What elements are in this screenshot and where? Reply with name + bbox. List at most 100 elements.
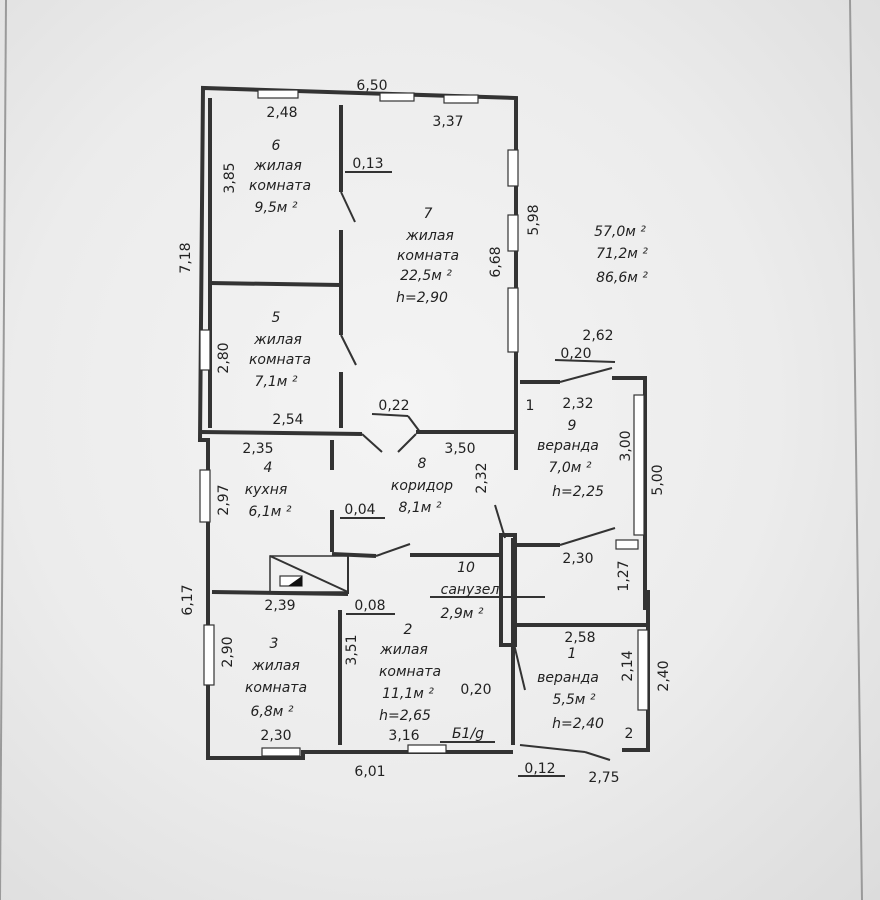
- mark-2: 2: [625, 726, 634, 742]
- room-2-area: 11,1м ²: [382, 686, 434, 702]
- window-top-3: [443, 94, 479, 104]
- dim-020a: 0,20: [560, 346, 591, 362]
- window-left-4: [199, 469, 211, 523]
- dim-022: 0,22: [378, 398, 409, 414]
- window-top-2: [379, 92, 415, 102]
- door-5: [340, 334, 357, 366]
- bathroom-wall: [499, 533, 517, 647]
- room-1-num: 1: [568, 646, 577, 662]
- door-7-left: [361, 433, 383, 453]
- room-5-area: 7,1м ²: [255, 374, 298, 390]
- dim-right-668: 6,68: [488, 246, 504, 277]
- door-7-mark: [407, 415, 421, 433]
- door-7-right: [397, 433, 417, 453]
- room-4-area: 6,1м ²: [249, 504, 292, 520]
- stove: [269, 555, 349, 593]
- room-9-name: веранда: [537, 438, 599, 454]
- room-6-num: 6: [272, 138, 281, 154]
- wall-4-3: [211, 590, 349, 596]
- room-1-height: h=2,40: [552, 716, 604, 732]
- room-6-area: 9,5м ²: [255, 200, 298, 216]
- window-left-5: [199, 329, 211, 371]
- room-7-num: 7: [424, 206, 433, 222]
- dim-bottom-601: 6,01: [354, 764, 385, 780]
- room-6-name1: жилая: [253, 158, 302, 174]
- room-2-name2: комната: [379, 664, 441, 680]
- dim-v-214: 2,14: [620, 650, 636, 681]
- dim-258: 2,58: [564, 630, 595, 646]
- room-8-name: коридор: [391, 478, 453, 494]
- window-left-3: [203, 624, 215, 686]
- room-5-num: 5: [272, 310, 281, 326]
- room-7-name1: жилая: [405, 228, 454, 244]
- paper-edge-right: [849, 0, 863, 900]
- door-10: [494, 504, 506, 539]
- dim-316: 3,16: [388, 728, 419, 744]
- room-3-area: 6,8м ²: [251, 704, 294, 720]
- veranda-9-right: [612, 376, 647, 610]
- label-b1g: Б1/g: [452, 726, 484, 742]
- room-1-area: 5,5м ²: [553, 692, 596, 708]
- dim-right-598: 5,98: [526, 204, 542, 235]
- dim-230b: 2,30: [260, 728, 291, 744]
- room-2-height: h=2,65: [379, 708, 431, 724]
- window-top-1: [257, 89, 299, 99]
- door-1: [519, 744, 586, 753]
- dim-275: 2,75: [588, 770, 619, 786]
- room-5-name2: комната: [249, 352, 311, 368]
- total-area-3: 86,6м ²: [596, 270, 648, 286]
- door-9: [559, 367, 613, 383]
- room-9-height: h=2,25: [552, 484, 604, 500]
- dim-350: 3,50: [444, 441, 475, 457]
- dim-v-300: 3,00: [618, 430, 634, 461]
- dim-left-617: 6,17: [180, 584, 196, 615]
- dim-left-385: 3,85: [222, 162, 238, 193]
- dim-239: 2,39: [264, 598, 295, 614]
- room-5-name1: жилая: [253, 332, 302, 348]
- dim-v-351: 3,51: [344, 634, 360, 665]
- dim-v-240: 2,40: [656, 660, 672, 691]
- room-4-name: кухня: [245, 482, 288, 498]
- dim-008: 0,08: [354, 598, 385, 614]
- dim-235: 2,35: [242, 441, 273, 457]
- stove-fill: [288, 576, 302, 586]
- dim-top-total: 6,50: [356, 78, 387, 94]
- dim-004: 0,04: [344, 502, 375, 518]
- door-4: [375, 543, 411, 557]
- leader-020: [554, 359, 616, 363]
- dim-wall-013: 0,13: [352, 156, 383, 172]
- room-3-name1: жилая: [251, 658, 300, 674]
- window-bottom-2: [407, 744, 447, 754]
- paper-edge-left: [0, 0, 7, 900]
- dim-232h: 2,32: [562, 396, 593, 412]
- total-area-2: 71,2м ²: [596, 246, 648, 262]
- room-7-name2: комната: [397, 248, 459, 264]
- dim-254: 2,54: [272, 412, 303, 428]
- dim-262: 2,62: [582, 328, 613, 344]
- stove-diag: [269, 555, 349, 593]
- room-7-area: 22,5м ²: [400, 268, 452, 284]
- dim-020b: 0,20: [460, 682, 491, 698]
- dim-v-500: 5,00: [650, 464, 666, 495]
- room-2-name1: жилая: [379, 642, 428, 658]
- dim-left-280: 2,80: [216, 342, 232, 373]
- room-3-name2: комната: [245, 680, 307, 696]
- dim-v-127: 1,27: [616, 560, 632, 591]
- room-8-num: 8: [418, 456, 427, 472]
- door-9-1: [559, 527, 616, 546]
- room-9-num: 9: [568, 418, 577, 434]
- window-veranda-1a: [615, 539, 639, 550]
- room-4-num: 4: [264, 460, 273, 476]
- dim-left-297: 2,97: [216, 484, 232, 515]
- room-6-name2: комната: [249, 178, 311, 194]
- leader-022: [371, 413, 409, 417]
- window-right-3: [507, 287, 519, 353]
- window-right-1: [507, 149, 519, 187]
- room-3-num: 3: [270, 636, 279, 652]
- total-area-1: 57,0м ²: [594, 224, 646, 240]
- dim-230a: 2,30: [562, 551, 593, 567]
- dim-left-290: 2,90: [220, 636, 236, 667]
- room-10-num: 10: [457, 560, 475, 576]
